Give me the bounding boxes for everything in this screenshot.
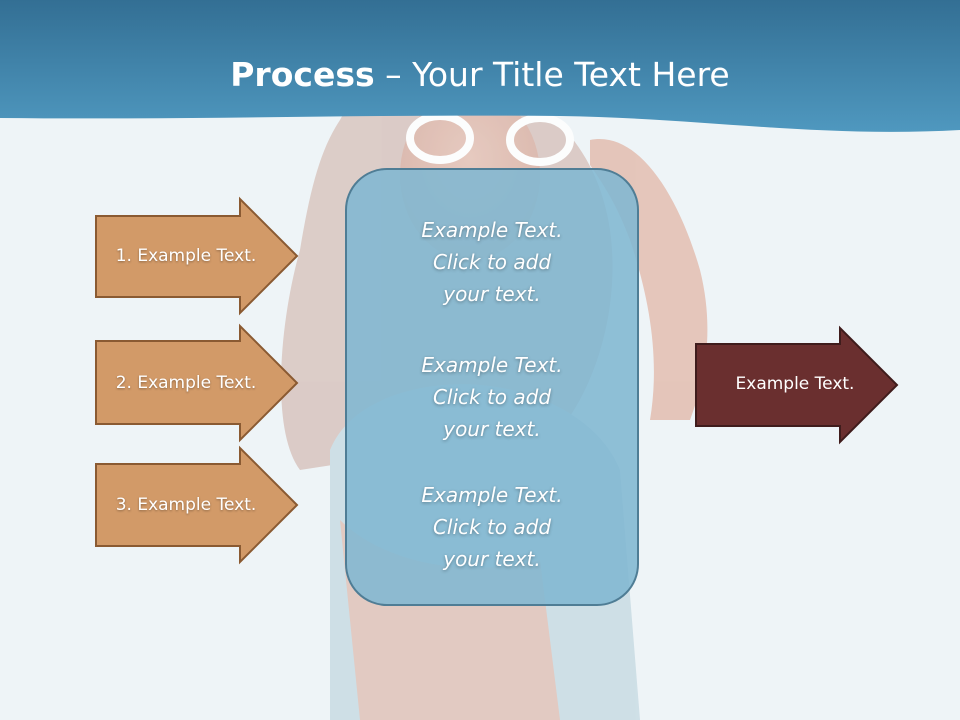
- output-label[interactable]: Example Text.: [735, 374, 855, 394]
- center-panel[interactable]: Example Text. Click to add your text. Ex…: [345, 168, 639, 606]
- step-arrow-3: [95, 445, 299, 565]
- panel-line: Click to add: [432, 250, 552, 274]
- panel-line: your text.: [443, 547, 541, 571]
- panel-line: Click to add: [432, 385, 552, 409]
- panel-text-block-1[interactable]: Example Text. Click to add your text.: [347, 214, 637, 310]
- panel-line: Example Text.: [421, 218, 563, 242]
- output-arrow: [695, 325, 899, 445]
- step-label-1[interactable]: 1. Example Text.: [115, 246, 257, 266]
- panel-line: Example Text.: [421, 483, 563, 507]
- slide-title: Process – Your Title Text Here: [0, 52, 960, 98]
- panel-line: Click to add: [432, 515, 552, 539]
- panel-line: your text.: [443, 417, 541, 441]
- panel-line: your text.: [443, 282, 541, 306]
- title-bold: Process: [230, 55, 375, 94]
- panel-line: Example Text.: [421, 353, 563, 377]
- step-label-2[interactable]: 2. Example Text.: [115, 373, 257, 393]
- panel-text-block-3[interactable]: Example Text. Click to add your text.: [347, 479, 637, 575]
- panel-text-block-2[interactable]: Example Text. Click to add your text.: [347, 349, 637, 445]
- step-arrow-1: [95, 196, 299, 316]
- step-arrow-2: [95, 323, 299, 443]
- step-label-3[interactable]: 3. Example Text.: [115, 495, 257, 515]
- title-rest: – Your Title Text Here: [374, 55, 730, 94]
